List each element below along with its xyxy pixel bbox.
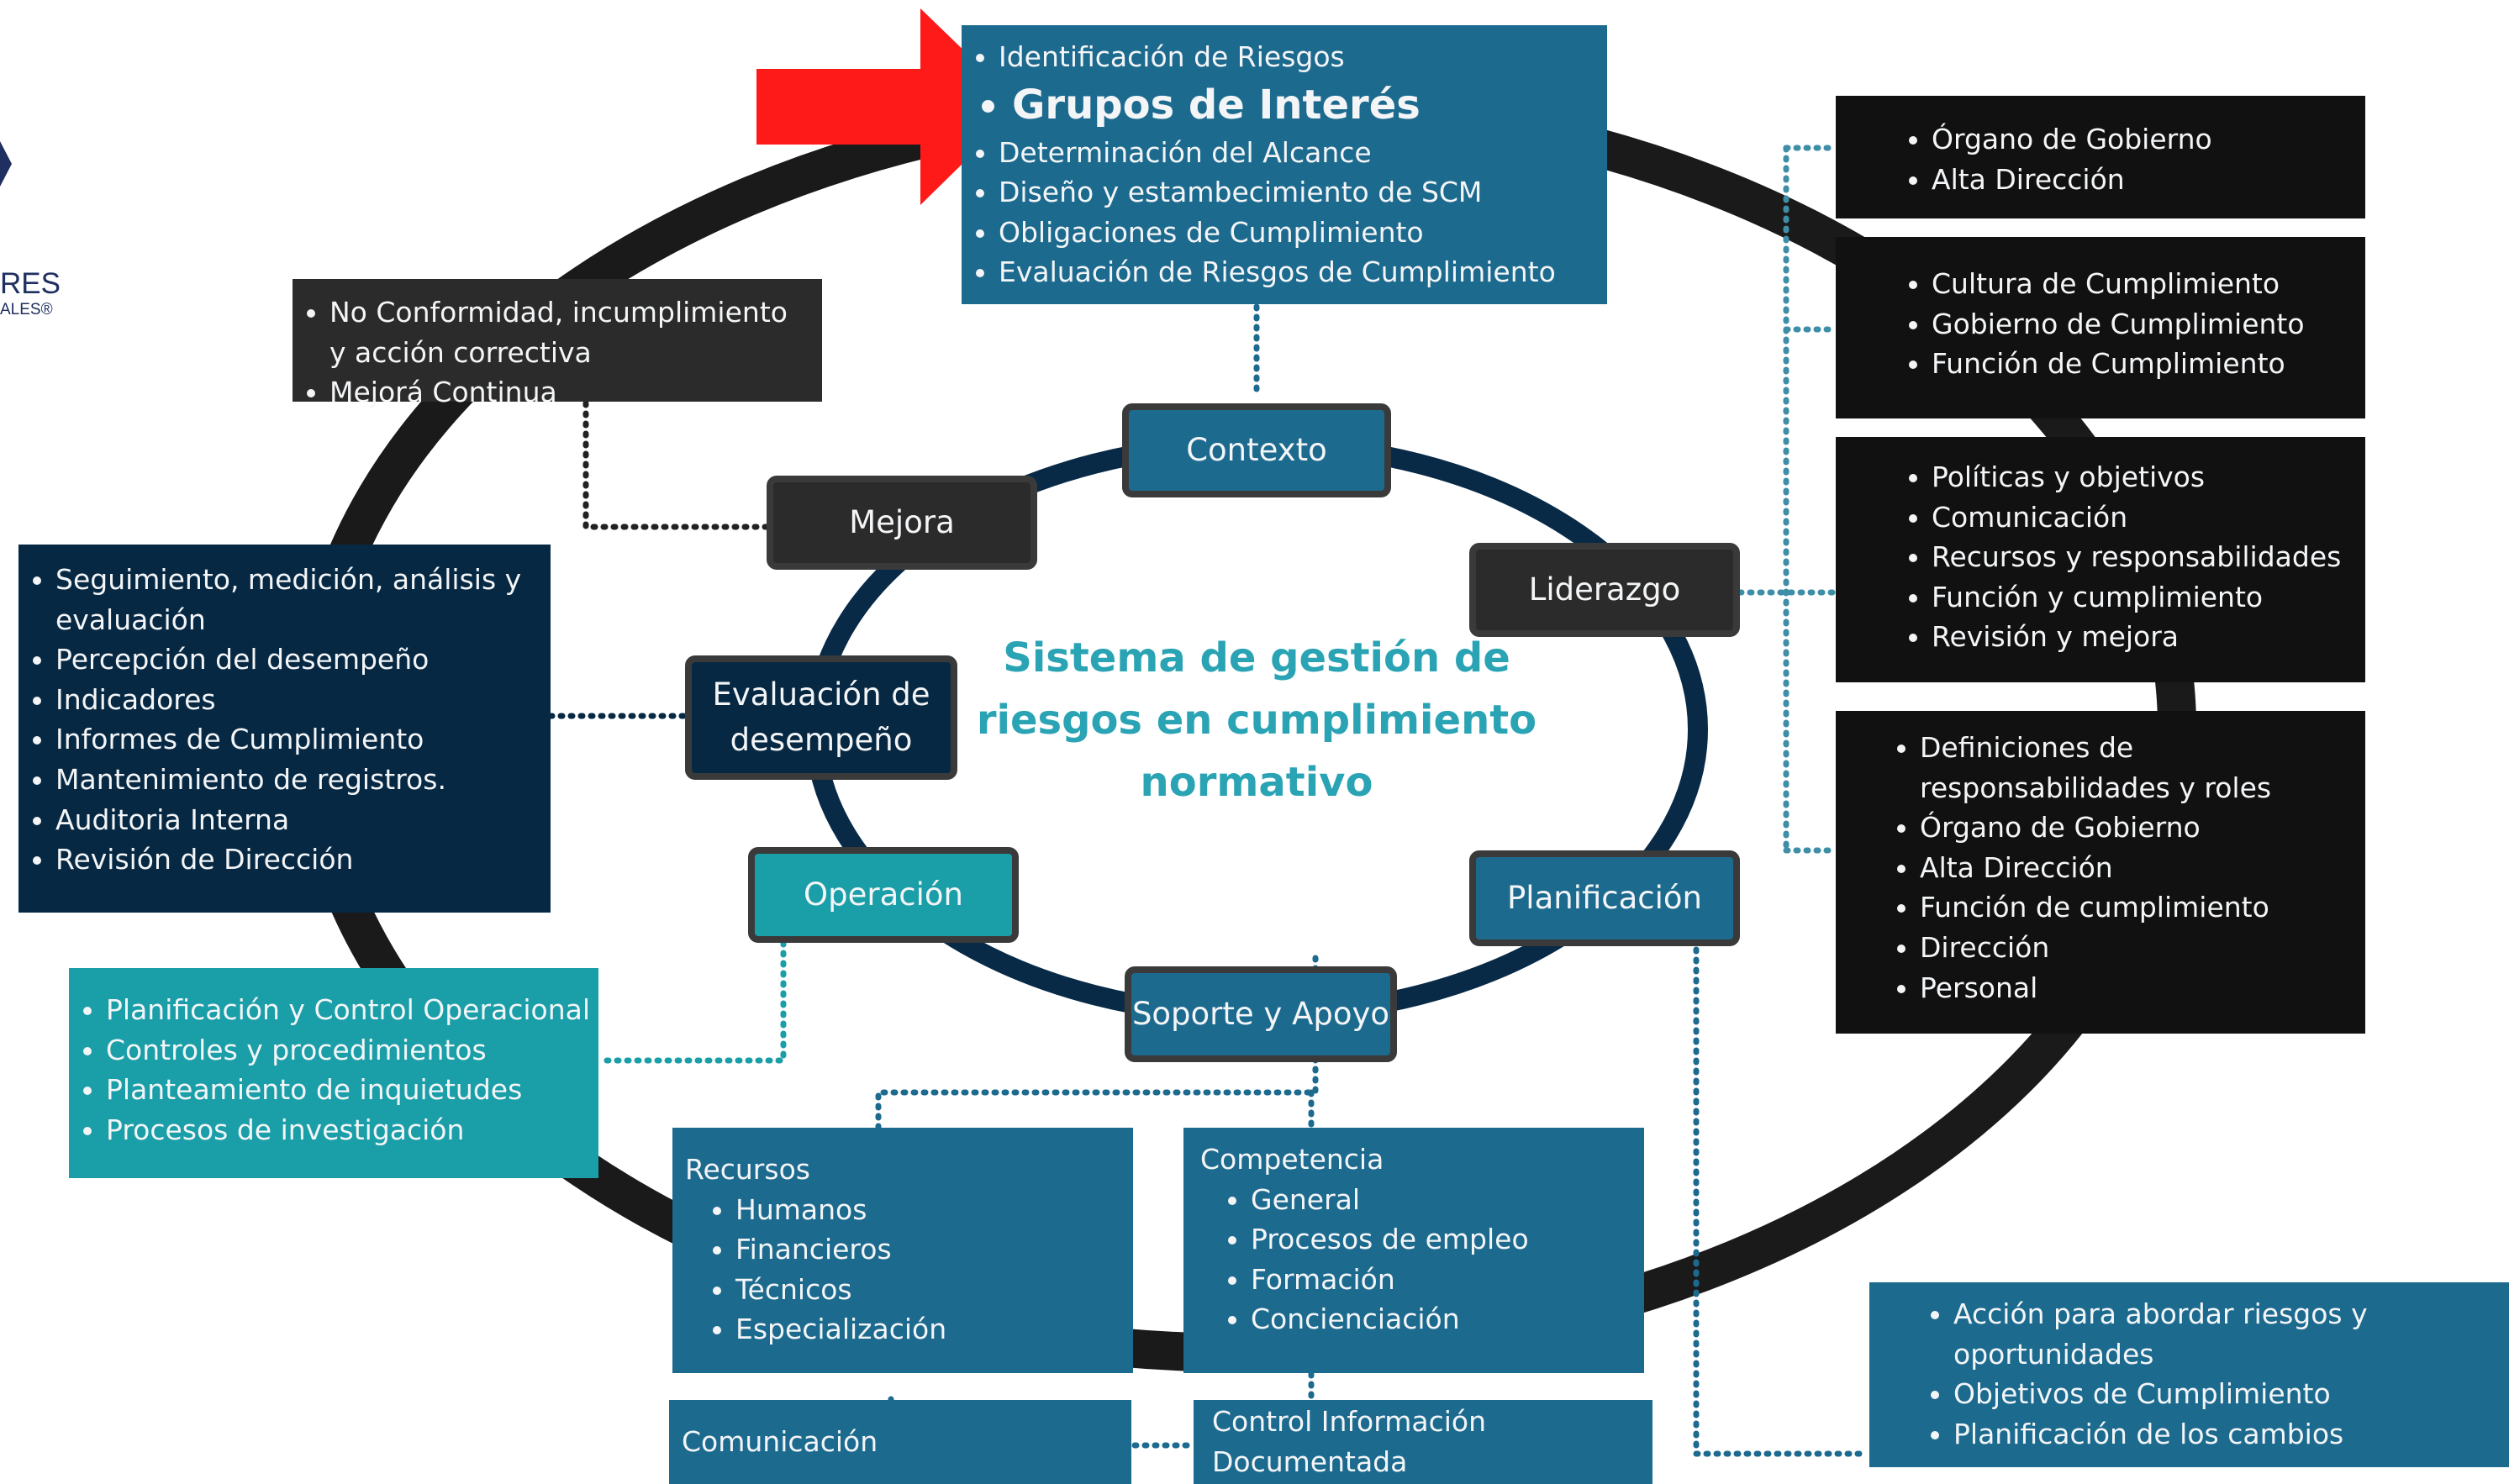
node-operacion-label: Operación	[804, 876, 963, 913]
liderazgo-box-3: Políticas y objetivos Comunicación Recur…	[1836, 437, 2365, 682]
center-title-line1: Sistema de gestión de	[1003, 634, 1510, 681]
recursos-box: Recursos Humanos Financieros Técnicos Es…	[672, 1128, 1133, 1373]
node-contexto-label: Contexto	[1186, 432, 1327, 468]
connectors	[547, 145, 1871, 1457]
planificacion-item: Objetivos de Cumplimiento	[1953, 1374, 2484, 1414]
operacion-item: Planificación y Control Operacional	[106, 990, 598, 1030]
node-liderazgo: Liderazgo	[1469, 543, 1740, 637]
comunicacion-box: Comunicación	[669, 1400, 1131, 1484]
mejora-item: Mejorá Continua	[329, 372, 805, 413]
center-title-line2: riesgos en cumplimiento	[976, 697, 1537, 744]
evaluacion-item: Mantenimiento de registros.	[55, 760, 534, 800]
node-mejora: Mejora	[767, 476, 1037, 570]
evaluacion-details-box: Seguimiento, medición, análisis y evalua…	[18, 545, 551, 913]
contexto-item: Identificación de Riesgos	[999, 37, 1607, 77]
recursos-item: Humanos	[735, 1190, 1133, 1230]
control-heading-line2: Documentada	[1212, 1445, 1408, 1478]
logo: RES ALES®	[0, 267, 61, 319]
node-liderazgo-label: Liderazgo	[1528, 571, 1681, 608]
recursos-heading: Recursos	[685, 1153, 810, 1186]
planificacion-item: Acción para abordar riesgos y oportunida…	[1953, 1294, 2484, 1374]
evaluacion-item: Informes de Cumplimiento	[55, 719, 534, 760]
liderazgo-item: Gobierno de Cumplimiento	[1932, 304, 2365, 345]
logo-line2: ALES®	[0, 301, 53, 318]
liderazgo-item: Cultura de Cumplimiento	[1932, 264, 2365, 304]
center-title-line3: normativo	[1140, 759, 1373, 806]
liderazgo-item: Personal	[1920, 968, 2348, 1008]
recursos-item: Técnicos	[735, 1270, 1133, 1310]
contexto-item: Obligaciones de Cumplimiento	[999, 213, 1607, 253]
competencia-item: Concienciación	[1251, 1299, 1644, 1339]
evaluacion-item: Auditoria Interna	[55, 800, 534, 840]
operacion-item: Controles y procedimientos	[106, 1030, 598, 1071]
evaluacion-item: Seguimiento, medición, análisis y evalua…	[55, 560, 534, 639]
node-planificacion: Planificación	[1469, 850, 1740, 946]
evaluacion-item: Percepción del desempeño	[55, 639, 534, 680]
center-title: Sistema de gestión de riesgos en cumplim…	[967, 627, 1547, 813]
liderazgo-item: Revisión y mejora	[1932, 617, 2365, 657]
contexto-item: Diseño y estambecimiento de SCM	[999, 172, 1607, 213]
liderazgo-item: Dirección	[1920, 928, 2348, 968]
evaluacion-item: Indicadores	[55, 680, 534, 720]
red-arrow-icon	[756, 8, 1021, 205]
liderazgo-item: Alta Dirección	[1920, 848, 2348, 888]
competencia-box: Competencia General Procesos de empleo F…	[1183, 1128, 1644, 1373]
contexto-item: Evaluación de Riesgos de Cumplimiento	[999, 252, 1607, 292]
competencia-heading: Competencia	[1200, 1143, 1384, 1176]
liderazgo-item: Alta Dirección	[1932, 160, 2365, 200]
liderazgo-item: Políticas y objetivos	[1932, 457, 2365, 497]
liderazgo-item: Órgano de Gobierno	[1932, 119, 2365, 160]
liderazgo-item: Órgano de Gobierno	[1920, 808, 2348, 848]
competencia-item: General	[1251, 1180, 1644, 1220]
control-informacion-box: Control Información Documentada	[1194, 1400, 1652, 1484]
node-planificacion-label: Planificación	[1506, 880, 1703, 916]
node-evaluacion-label-line1: Evaluación de	[712, 676, 930, 713]
operacion-details-box: Planificación y Control Operacional Cont…	[69, 968, 598, 1178]
competencia-item: Procesos de empleo	[1251, 1219, 1644, 1260]
mejora-item: No Conformidad, incumplimiento y acción …	[329, 292, 805, 372]
contexto-item-highlighted: Grupos de Interés	[1012, 77, 1607, 133]
node-soporte-label: Soporte y Apoyo	[1131, 996, 1390, 1032]
node-operacion: Operación	[748, 847, 1019, 943]
node-soporte: Soporte y Apoyo	[1125, 966, 1397, 1062]
liderazgo-item: Función y cumplimiento	[1932, 577, 2365, 618]
liderazgo-item: Comunicación	[1932, 497, 2365, 538]
logo-line1: RES	[0, 267, 61, 300]
planificacion-item: Planificación de los cambios	[1953, 1414, 2484, 1455]
liderazgo-box-2: Cultura de Cumplimiento Gobierno de Cump…	[1836, 237, 2365, 418]
operacion-item: Procesos de investigación	[106, 1110, 598, 1150]
control-heading-line1: Control Información	[1212, 1405, 1487, 1438]
recursos-item: Financieros	[735, 1229, 1133, 1270]
liderazgo-item: Definiciones de responsabilidades y role…	[1920, 728, 2348, 808]
node-evaluacion: Evaluación de desempeño	[685, 655, 957, 780]
liderazgo-box-4: Definiciones de responsabilidades y role…	[1836, 711, 2365, 1034]
contexto-details-box: Identificación de Riesgos Grupos de Inte…	[962, 25, 1607, 304]
node-evaluacion-label-line2: desempeño	[730, 722, 913, 758]
liderazgo-item: Función de cumplimiento	[1920, 887, 2348, 928]
liderazgo-item: Función de Cumplimiento	[1932, 344, 2365, 384]
planificacion-details-box: Acción para abordar riesgos y oportunida…	[1869, 1282, 2509, 1467]
liderazgo-box-1: Órgano de Gobierno Alta Dirección	[1836, 96, 2365, 218]
recursos-item: Especialización	[735, 1309, 1133, 1350]
node-contexto: Contexto	[1122, 403, 1391, 497]
logo-mark-icon	[0, 141, 12, 187]
node-mejora-label: Mejora	[849, 504, 955, 540]
mejora-details-box: No Conformidad, incumplimiento y acción …	[293, 279, 822, 408]
competencia-item: Formación	[1251, 1260, 1644, 1300]
operacion-item: Planteamiento de inquietudes	[106, 1070, 598, 1110]
liderazgo-item: Recursos y responsabilidades	[1932, 537, 2365, 577]
contexto-item: Determinación del Alcance	[999, 133, 1607, 173]
comunicacion-heading: Comunicación	[682, 1425, 878, 1458]
evaluacion-item: Revisión de Dirección	[55, 839, 534, 880]
